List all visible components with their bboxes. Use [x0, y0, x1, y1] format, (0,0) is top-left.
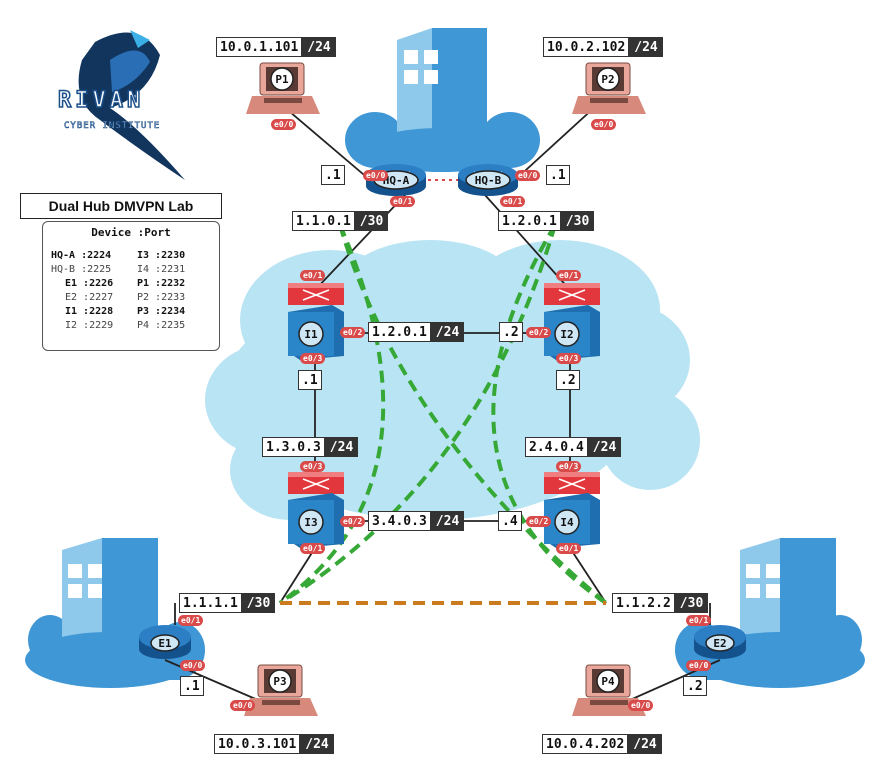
hqb-lan-port: e0/0 — [515, 170, 541, 181]
link-hqa-i1 — [314, 194, 406, 291]
e1-wan-label: 1.1.1.1/30 — [179, 593, 276, 613]
dmvpn-tunnels — [278, 223, 608, 605]
e2-lan-label: .2 — [683, 676, 707, 696]
i2-side-port: e0/2 — [526, 327, 552, 338]
i2-i4-label: 2.4.0.4/24 — [525, 437, 622, 457]
e2-wan-port: e0/1 — [686, 615, 712, 626]
legend-row: P4 :2235 — [137, 320, 186, 331]
logo-name: RIVAN — [57, 87, 145, 114]
legend-row: P3 :2234 — [137, 306, 186, 317]
lab-title: Dual Hub DMVPN Lab — [20, 193, 222, 219]
legend-row: I3 :2230 — [137, 250, 186, 261]
link-i3-e1 — [279, 547, 316, 604]
tunnel-hqa-e1 — [278, 224, 386, 605]
switch-i2[interactable] — [544, 283, 600, 360]
i2-down-port: e0/3 — [556, 353, 582, 364]
tunnel-hqb-e2 — [491, 223, 608, 605]
switch-i3[interactable] — [288, 472, 344, 548]
i1-i3-label: 1.3.0.3/24 — [262, 437, 359, 457]
p4-ip-label: 10.0.4.202/24 — [542, 734, 662, 754]
hqb-lan-label: .1 — [546, 165, 570, 185]
e1-wan-port: e0/1 — [178, 615, 204, 626]
legend-row: I1 :2228 — [65, 306, 114, 317]
i3-side-port: e0/2 — [340, 516, 366, 527]
switch-i1[interactable] — [288, 283, 344, 360]
e1-lan-label: .1 — [180, 676, 204, 696]
hqa-wan-port: e0/1 — [390, 196, 416, 207]
i1-i2-label: 1.2.0.1/24 — [368, 322, 465, 342]
hqa-lan-port: e0/0 — [363, 170, 389, 181]
internet-cloud — [205, 240, 700, 520]
p4-port: e0/0 — [628, 700, 654, 711]
hqb-wan-label: 1.2.0.1/30 — [498, 211, 595, 231]
i3-up-port: e0/3 — [300, 461, 326, 472]
rivan-logo-mark — [78, 30, 185, 181]
tunnel-hqb-e1 — [278, 224, 557, 605]
legend-row: E1 :2226 — [65, 278, 114, 289]
device-port-legend: Dual Hub DMVPN Lab Device :Port HQ-A :22… — [20, 193, 222, 353]
p2-port: e0/0 — [591, 119, 617, 130]
i3-down-port: e0/1 — [300, 543, 326, 554]
legend-row: E2 :2227 — [65, 292, 114, 303]
i1-down-port: e0/3 — [300, 353, 326, 364]
hqb-wan-port: e0/1 — [500, 196, 526, 207]
hqa-wan-label: 1.1.0.1/30 — [292, 211, 389, 231]
legend-header: Device :Port — [91, 226, 171, 239]
i4-side-port: e0/2 — [526, 516, 552, 527]
i2-down-label: .2 — [556, 370, 580, 390]
e2-lan-port: e0/0 — [686, 660, 712, 671]
link-p1-hqa — [282, 105, 371, 181]
i2-side-label: .2 — [499, 322, 523, 342]
logo-tagline: CYBER INSTITUTE — [64, 121, 161, 132]
p1-port: e0/0 — [271, 119, 297, 130]
legend-row: I4 :2231 — [137, 264, 186, 275]
legend-row: HQ-B :2225 — [51, 264, 112, 275]
i2-up-port: e0/1 — [556, 270, 582, 281]
i3-i4-label: 3.4.0.3/24 — [368, 511, 465, 531]
p1-ip-label: 10.0.1.101/24 — [216, 37, 336, 57]
e1-lan-port: e0/0 — [180, 660, 206, 671]
switch-i4[interactable] — [544, 472, 600, 548]
i4-down-port: e0/1 — [556, 543, 582, 554]
link-hqb-i2 — [484, 194, 571, 291]
i1-down-label: .1 — [298, 370, 322, 390]
hq-site — [345, 28, 540, 172]
hqa-lan-label: .1 — [321, 165, 345, 185]
i4-up-port: e0/3 — [556, 461, 582, 472]
p3-port: e0/0 — [230, 700, 256, 711]
p2-ip-label: 10.0.2.102/24 — [543, 37, 663, 57]
i4-side-label: .4 — [498, 511, 522, 531]
legend-row: P1 :2232 — [137, 278, 186, 289]
legend-row: I2 :2229 — [65, 320, 114, 331]
legend-row: P2 :2233 — [137, 292, 186, 303]
link-i4-e2 — [569, 547, 607, 604]
link-p2-hqb — [514, 105, 597, 181]
p3-ip-label: 10.0.3.101/24 — [214, 734, 334, 754]
legend-table: Device :Port HQ-A :2224 HQ-B :2225 E1 :2… — [42, 221, 220, 351]
i1-up-port: e0/1 — [300, 270, 326, 281]
e2-wan-label: 1.1.2.2/30 — [612, 593, 709, 613]
legend-row: HQ-A :2224 — [51, 250, 112, 261]
i1-side-port: e0/2 — [340, 327, 366, 338]
